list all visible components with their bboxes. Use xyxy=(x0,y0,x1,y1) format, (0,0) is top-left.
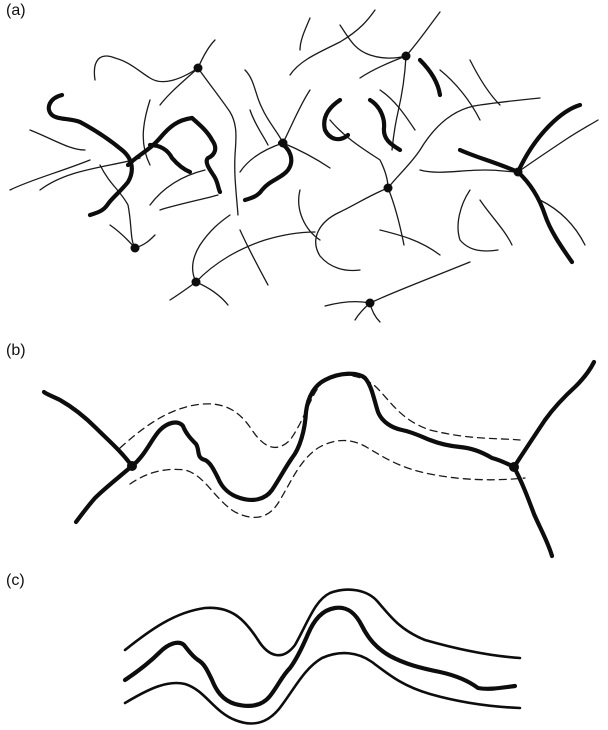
bold-chain xyxy=(245,143,291,200)
crosslink-node xyxy=(384,184,393,193)
thin-chain xyxy=(380,230,440,255)
thin-chain xyxy=(30,130,85,150)
thin-chain xyxy=(170,282,196,300)
thin-chain xyxy=(480,200,512,245)
thin-chain xyxy=(325,302,370,306)
thin-chain xyxy=(160,195,218,210)
tube-lower-dashed xyxy=(130,441,525,518)
panel-b-strand xyxy=(44,362,594,556)
thin-chain xyxy=(193,245,200,282)
thin-chain xyxy=(290,10,375,75)
thin-chain xyxy=(200,215,230,245)
thin-chain xyxy=(440,70,480,120)
thin-chain xyxy=(518,120,598,172)
crosslink-node xyxy=(194,64,203,73)
crosslink-node xyxy=(279,139,288,148)
bold-chain xyxy=(192,118,220,192)
thin-chain xyxy=(240,230,268,285)
bold-chain xyxy=(44,392,132,466)
tube-lower-wall xyxy=(125,653,520,723)
thin-chain xyxy=(196,232,315,282)
thin-chain xyxy=(458,190,498,251)
thin-chain xyxy=(240,143,283,172)
thin-chain xyxy=(196,282,228,305)
thin-chain xyxy=(340,25,406,58)
thin-chain xyxy=(283,90,310,143)
crosslink-node xyxy=(366,299,375,308)
crosslink-node xyxy=(402,52,411,61)
crosslink-node xyxy=(509,462,519,472)
central-chain xyxy=(125,608,515,706)
thin-chain xyxy=(330,120,388,188)
bold-chain xyxy=(324,100,348,139)
crosslink-node xyxy=(514,168,523,177)
thin-chain xyxy=(143,100,150,165)
central-chain xyxy=(132,374,514,500)
thin-chain xyxy=(406,12,440,56)
thin-chain xyxy=(420,170,518,172)
crosslink-node xyxy=(127,461,137,471)
thin-chain xyxy=(360,56,406,78)
thin-chain xyxy=(370,262,470,303)
thin-chain xyxy=(198,68,238,215)
thin-chain xyxy=(316,188,388,270)
bold-chain xyxy=(128,118,192,165)
bold-chain xyxy=(514,467,552,556)
bold-chain xyxy=(514,362,594,467)
thin-chain xyxy=(94,56,198,82)
thin-chain xyxy=(10,160,90,190)
thin-chain xyxy=(300,18,310,50)
thin-chain xyxy=(470,60,500,105)
bold-chain xyxy=(49,95,132,215)
thin-chain xyxy=(245,70,283,143)
bold-chain xyxy=(76,466,132,522)
panel-c-tube xyxy=(125,590,520,724)
tube-upper-dashed xyxy=(120,375,520,448)
bold-chain xyxy=(150,145,190,172)
bold-chain xyxy=(420,60,440,95)
panel-a-network xyxy=(10,10,598,322)
thin-chain xyxy=(198,40,215,68)
crosslink-node xyxy=(131,244,140,253)
thin-chain xyxy=(160,68,198,105)
crosslink-node xyxy=(192,278,201,287)
bold-chain xyxy=(460,150,518,172)
bold-chain xyxy=(518,105,580,172)
